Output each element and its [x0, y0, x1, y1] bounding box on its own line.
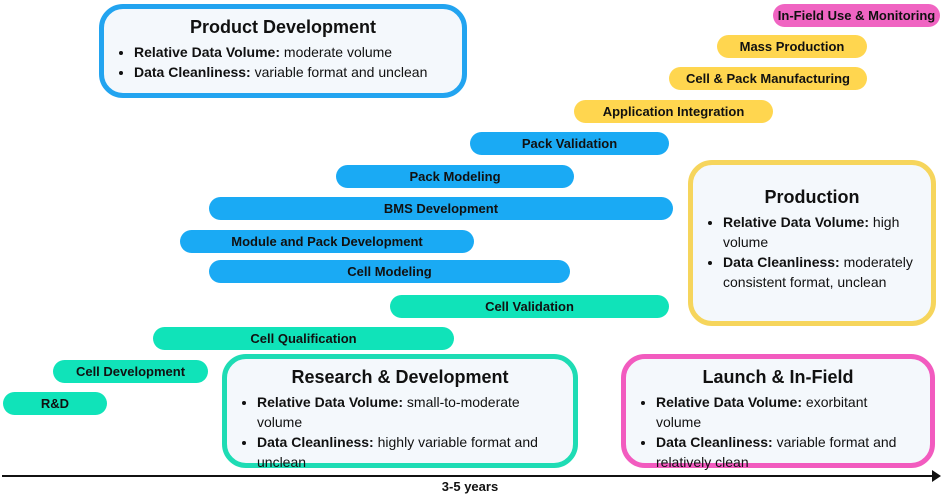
time-axis-arrow-icon: [932, 470, 941, 482]
product-development-title: Product Development: [189, 17, 377, 37]
launch-in-field-volume: Relative Data Volume: exorbitant volume: [656, 392, 916, 432]
phase-cell-modeling: Cell Modeling: [209, 260, 570, 283]
phase-application-integration: Application Integration: [574, 100, 773, 123]
launch-in-field-title: Launch & In-Field: [702, 367, 854, 387]
launch-in-field-cleanliness: Data Cleanliness: variable format and re…: [656, 432, 916, 472]
production-title: Production: [764, 187, 860, 207]
research-development-volume: Relative Data Volume: small-to-moderate …: [257, 392, 559, 432]
time-axis-label: 3-5 years: [441, 479, 499, 494]
research-development-box: Research & Development Relative Data Vol…: [222, 354, 578, 470]
research-development-list: Relative Data Volume: small-to-moderate …: [241, 392, 559, 472]
production-list: Relative Data Volume: high volume Data C…: [707, 212, 917, 292]
research-development-title: Research & Development: [291, 367, 509, 387]
phase-mass-production: Mass Production: [717, 35, 867, 58]
product-development-list: Relative Data Volume: moderate volume Da…: [118, 42, 448, 82]
phase-bms-development: BMS Development: [209, 197, 673, 220]
launch-in-field-box: Launch & In-Field Relative Data Volume: …: [621, 354, 935, 470]
phase-rd: R&D: [3, 392, 107, 415]
time-axis-line: [2, 475, 934, 477]
phase-pack-validation: Pack Validation: [470, 132, 669, 155]
product-development-volume: Relative Data Volume: moderate volume: [134, 42, 448, 62]
launch-in-field-list: Relative Data Volume: exorbitant volume …: [640, 392, 916, 472]
phase-cell-pack-manufacturing: Cell & Pack Manufacturing: [669, 67, 867, 90]
phase-cell-development: Cell Development: [53, 360, 208, 383]
phase-cell-qualification: Cell Qualification: [153, 327, 454, 350]
production-cleanliness: Data Cleanliness: moderately consistent …: [723, 252, 917, 292]
phase-module-pack-development: Module and Pack Development: [180, 230, 474, 253]
phase-in-field-use: In-Field Use & Monitoring: [773, 4, 940, 27]
production-box: Production Relative Data Volume: high vo…: [688, 160, 936, 326]
production-volume: Relative Data Volume: high volume: [723, 212, 917, 252]
phase-pack-modeling: Pack Modeling: [336, 165, 574, 188]
phase-cell-validation: Cell Validation: [390, 295, 669, 318]
research-development-cleanliness: Data Cleanliness: highly variable format…: [257, 432, 559, 472]
product-development-box: Product Development Relative Data Volume…: [99, 4, 467, 98]
product-development-cleanliness: Data Cleanliness: variable format and un…: [134, 62, 448, 82]
